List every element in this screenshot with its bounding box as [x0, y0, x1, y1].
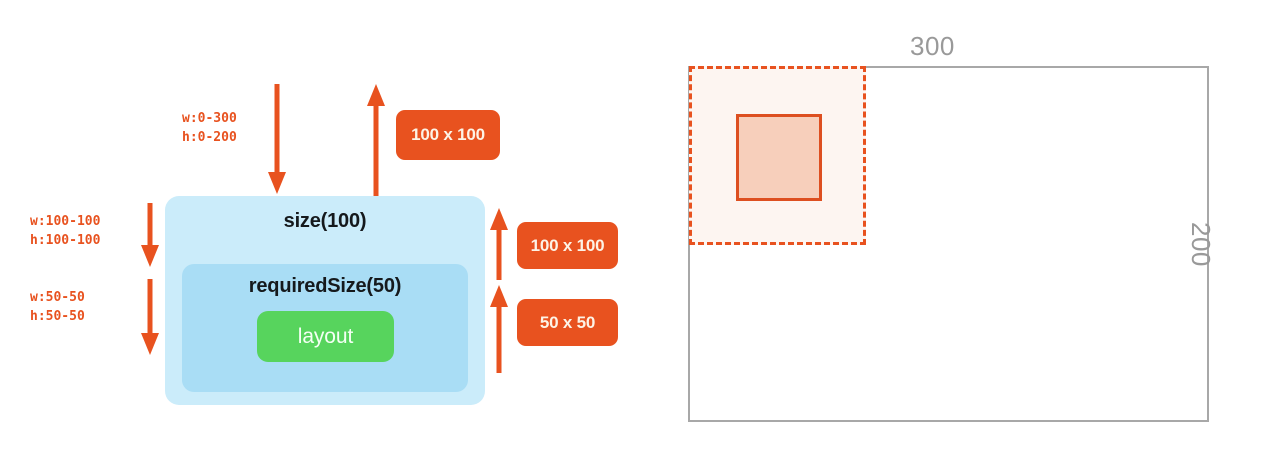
dimension-label-width: 300: [910, 31, 955, 61]
arrow-up-icon-result-inner: [490, 285, 508, 373]
constraint-label-to-inner: w:100-100 h:100-100: [30, 214, 101, 248]
size-box-label: size(100): [283, 210, 367, 232]
arrow-up-icon-result-outer: [490, 208, 508, 280]
constraint-label-to-layout: w:50-50 h:50-50: [30, 290, 85, 324]
dimension-label-height: 200: [1186, 222, 1216, 267]
badge-required-size-result: 50 x 50: [517, 299, 618, 346]
constraint-label-incoming: w:0-300 h:0-200: [182, 111, 237, 145]
arrow-up-icon-outgoing: [367, 84, 385, 196]
arrow-down-icon-constraint-inner: [141, 279, 159, 355]
badge-size-result-top: 100 x 100: [396, 110, 500, 160]
arrow-down-icon-incoming: [268, 84, 286, 194]
required-size-square: [736, 114, 822, 201]
badge-size-result-middle: 100 x 100: [517, 222, 618, 269]
required-size-box-label: requiredSize(50): [248, 275, 402, 297]
layout-button[interactable]: layout: [257, 311, 394, 362]
required-size-box: requiredSize(50) layout: [182, 264, 468, 392]
size-box: size(100) requiredSize(50) layout: [165, 196, 485, 405]
arrow-down-icon-constraint-outer: [141, 203, 159, 267]
